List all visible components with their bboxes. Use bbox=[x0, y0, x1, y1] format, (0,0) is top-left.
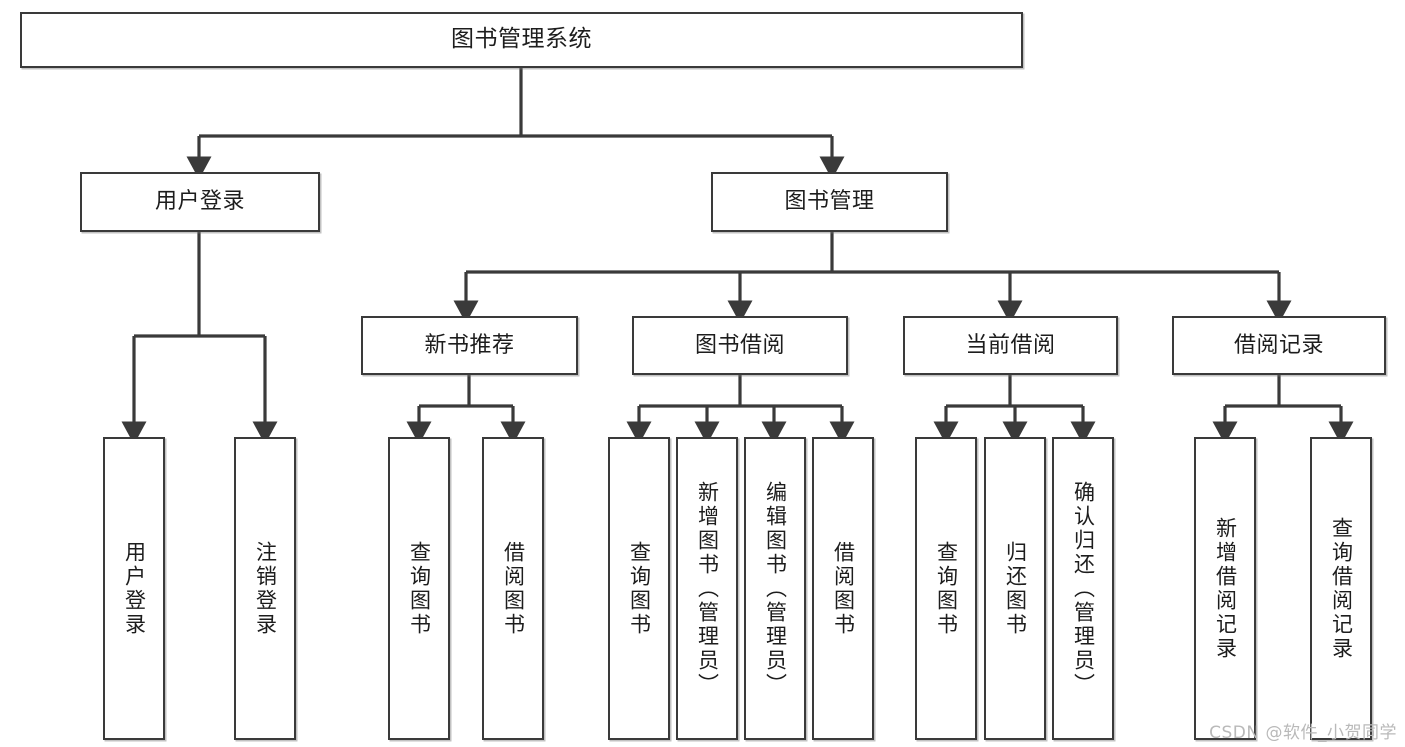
node-root-book-management-system[interactable]: 图书管理系统 bbox=[20, 12, 1023, 68]
node-label: 确认归还（管理员） bbox=[1071, 480, 1096, 697]
leaf-user-login[interactable]: 用户登录 bbox=[103, 437, 165, 740]
node-label: 查询图书 bbox=[407, 540, 432, 637]
node-book-management[interactable]: 图书管理 bbox=[711, 172, 948, 232]
node-label: 用户登录 bbox=[154, 189, 245, 215]
node-book-borrow[interactable]: 图书借阅 bbox=[632, 316, 848, 375]
leaf-query-book-recommend[interactable]: 查询图书 bbox=[388, 437, 450, 740]
node-label: 用户登录 bbox=[122, 540, 147, 637]
node-label: 查询借阅记录 bbox=[1329, 516, 1354, 661]
leaf-confirm-return-admin[interactable]: 确认归还（管理员） bbox=[1052, 437, 1114, 740]
node-label: 借阅图书 bbox=[831, 540, 856, 637]
node-user-login[interactable]: 用户登录 bbox=[80, 172, 320, 232]
node-label: 借阅图书 bbox=[501, 540, 526, 637]
node-label: 新增借阅记录 bbox=[1213, 516, 1238, 661]
node-label: 新增图书（管理员） bbox=[695, 480, 720, 697]
node-borrow-record[interactable]: 借阅记录 bbox=[1172, 316, 1386, 375]
leaf-add-book-admin[interactable]: 新增图书（管理员） bbox=[676, 437, 738, 740]
node-label: 当前借阅 bbox=[965, 332, 1056, 358]
node-label: 查询图书 bbox=[934, 540, 959, 637]
leaf-edit-book-admin[interactable]: 编辑图书（管理员） bbox=[744, 437, 806, 740]
node-label: 归还图书 bbox=[1003, 540, 1028, 637]
leaf-borrow-book-recommend[interactable]: 借阅图书 bbox=[482, 437, 544, 740]
leaf-borrow-book[interactable]: 借阅图书 bbox=[812, 437, 874, 740]
node-label: 借阅记录 bbox=[1233, 332, 1324, 358]
node-new-book-recommend[interactable]: 新书推荐 bbox=[361, 316, 578, 375]
csdn-watermark: CSDN @软件_小贺同学 bbox=[1209, 723, 1397, 743]
node-label: 查询图书 bbox=[627, 540, 652, 637]
leaf-query-book-current[interactable]: 查询图书 bbox=[915, 437, 977, 740]
leaf-return-book[interactable]: 归还图书 bbox=[984, 437, 1046, 740]
leaf-query-book-borrow[interactable]: 查询图书 bbox=[608, 437, 670, 740]
node-current-borrow[interactable]: 当前借阅 bbox=[903, 316, 1118, 375]
leaf-add-borrow-record[interactable]: 新增借阅记录 bbox=[1194, 437, 1256, 740]
node-label: 图书借阅 bbox=[694, 332, 785, 358]
node-label: 编辑图书（管理员） bbox=[763, 480, 788, 697]
node-label: 注销登录 bbox=[253, 540, 278, 637]
node-label: 新书推荐 bbox=[424, 332, 515, 358]
node-label: 图书管理系统 bbox=[451, 26, 592, 53]
leaf-query-borrow-record[interactable]: 查询借阅记录 bbox=[1310, 437, 1372, 740]
leaf-logout-login[interactable]: 注销登录 bbox=[234, 437, 296, 740]
node-label: 图书管理 bbox=[784, 189, 875, 215]
